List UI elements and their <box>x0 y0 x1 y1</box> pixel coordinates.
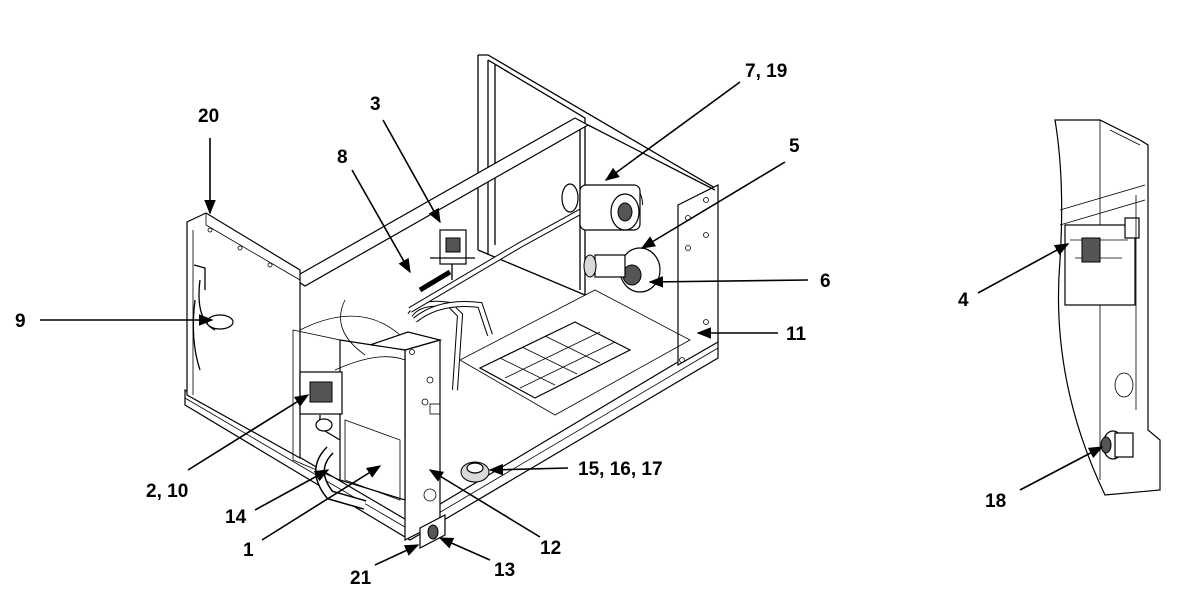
leader-15-16-17 <box>488 463 569 476</box>
leader-21 <box>374 544 420 566</box>
callout-5: 5 <box>789 136 800 157</box>
side-detail-drawing <box>1054 119 1161 496</box>
floor-plate <box>459 289 691 416</box>
power-receptacle <box>419 514 446 549</box>
water-tank <box>344 419 401 501</box>
callout-6: 6 <box>820 271 831 292</box>
callout-14: 14 <box>225 507 247 528</box>
callout-2-10: 2, 10 <box>146 481 188 502</box>
leader-2-10 <box>187 394 310 471</box>
leader-18 <box>1019 446 1104 491</box>
leader-4 <box>977 243 1070 294</box>
callout-20: 20 <box>198 106 219 127</box>
callout-21: 21 <box>350 568 372 589</box>
callout-1: 1 <box>243 540 254 561</box>
callout-18: 18 <box>985 491 1006 512</box>
front-center-panel <box>404 339 441 541</box>
leader-1 <box>261 465 382 541</box>
leader-3 <box>382 119 441 224</box>
detail-panel-outline <box>1054 119 1161 496</box>
right-side-panel <box>677 184 719 367</box>
callout-15-16-17: 15, 16, 17 <box>578 459 663 480</box>
callout-labels: 20 3 8 7, 19 5 6 11 9 2, 10 14 1 21 13 1… <box>15 61 1006 589</box>
detail-fitting <box>1100 430 1134 460</box>
leader-6 <box>648 276 809 288</box>
drip-grid <box>478 321 632 399</box>
leader-12 <box>428 469 541 538</box>
callout-8: 8 <box>337 147 348 168</box>
callout-9: 9 <box>15 311 26 332</box>
leader-lines <box>40 81 1104 566</box>
left-side-panel <box>186 212 301 460</box>
pump-assembly <box>583 247 661 293</box>
relay-assembly <box>299 371 343 441</box>
motor-assembly <box>561 183 641 231</box>
callout-12: 12 <box>540 538 561 559</box>
solenoid-valve <box>430 229 475 280</box>
leader-5 <box>640 161 786 249</box>
leader-13 <box>438 537 491 561</box>
leader-14 <box>254 469 330 511</box>
leader-8 <box>351 169 411 274</box>
callout-3: 3 <box>370 94 381 115</box>
callout-7-19: 7, 19 <box>745 61 787 82</box>
temperature-probe <box>418 269 452 293</box>
wiring-harness <box>299 299 406 371</box>
callout-13: 13 <box>494 560 515 581</box>
callout-4: 4 <box>958 290 969 311</box>
callout-11: 11 <box>786 324 807 345</box>
leader-7-19 <box>604 81 741 181</box>
main-assembly-drawing <box>184 54 719 549</box>
